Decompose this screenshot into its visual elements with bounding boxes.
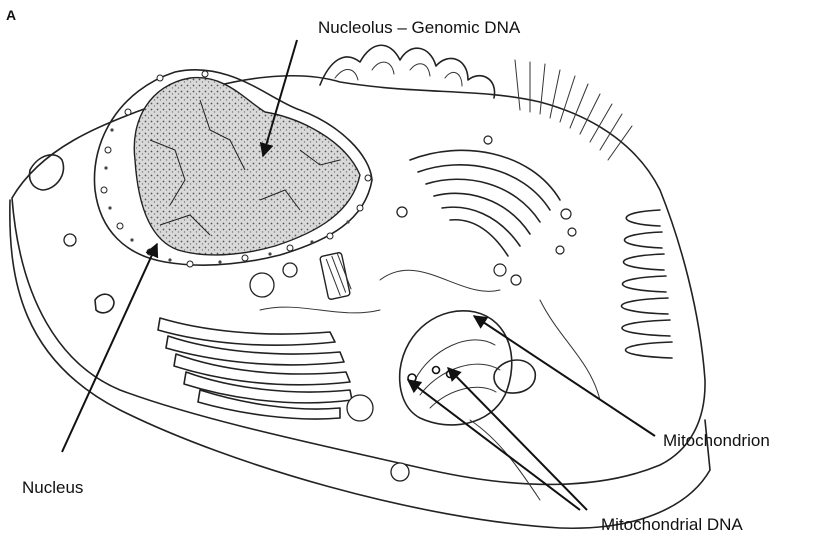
golgi-apparatus	[410, 150, 560, 256]
mitochondrion-pointer	[474, 316, 655, 436]
cell-base	[10, 200, 710, 528]
mitochondrion-small	[494, 360, 535, 393]
membrane-infoldings	[622, 210, 673, 358]
label-mitochondrion: Mitochondrion	[663, 431, 770, 450]
cell-membrane	[12, 76, 705, 485]
mitochondrion	[400, 311, 512, 425]
mitochondrial-dna	[408, 367, 454, 383]
edge-vesicle	[30, 155, 64, 190]
mtdna-pointer-1	[408, 380, 580, 510]
centriole	[320, 252, 352, 300]
pit	[95, 294, 114, 313]
rough-er	[158, 318, 352, 419]
panel-label: A	[6, 7, 16, 23]
cilia	[515, 60, 632, 160]
label-nucleolus: Nucleolus – Genomic DNA	[318, 18, 521, 37]
label-mitochondrial-dna: Mitochondrial DNA	[601, 515, 743, 534]
label-nucleus: Nucleus	[22, 478, 83, 497]
brush-border	[320, 45, 495, 98]
nucleolus	[134, 78, 360, 255]
golgi-vesicles	[484, 136, 576, 285]
mtdna-pointer-2	[448, 368, 587, 510]
